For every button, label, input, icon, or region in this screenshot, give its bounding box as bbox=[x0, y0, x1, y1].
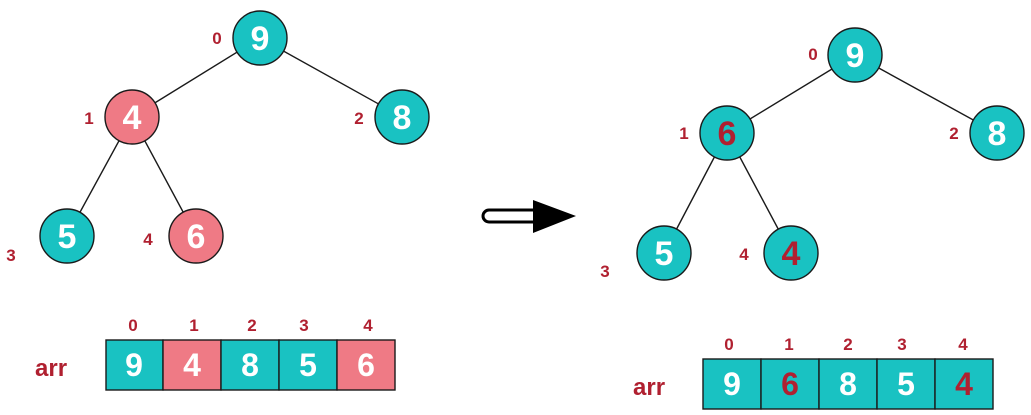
transition-arrow bbox=[481, 200, 576, 233]
node-value: 4 bbox=[123, 99, 142, 137]
array-cell-value: 5 bbox=[299, 347, 317, 383]
array-cell-value: 5 bbox=[897, 366, 915, 402]
node-index: 0 bbox=[808, 45, 817, 64]
array-after: arr 0 1 2 3 4 9 6 8 5 4 bbox=[633, 335, 994, 410]
node-value: 8 bbox=[393, 99, 412, 137]
array-index: 3 bbox=[299, 316, 308, 335]
array-cell-value: 6 bbox=[357, 347, 375, 383]
array-cell bbox=[818, 358, 878, 410]
node-circle bbox=[168, 208, 224, 264]
node-circle bbox=[827, 27, 883, 83]
node-index: 1 bbox=[84, 109, 93, 128]
tree-node: 8 2 bbox=[354, 89, 430, 145]
array-index: 2 bbox=[247, 316, 256, 335]
array-cell bbox=[278, 339, 338, 391]
array-index: 1 bbox=[189, 316, 198, 335]
array-cell bbox=[336, 339, 396, 391]
array-label: arr bbox=[35, 355, 67, 382]
node-circle bbox=[232, 10, 288, 66]
tree-node: 5 3 bbox=[600, 225, 692, 281]
array-index: 0 bbox=[724, 335, 733, 354]
arrow-shaft bbox=[481, 208, 542, 224]
array-index: 2 bbox=[843, 335, 852, 354]
node-value: 9 bbox=[846, 37, 865, 75]
tree-node: 6 1 bbox=[679, 105, 755, 161]
tree-after: 9 0 6 1 8 2 5 3 4 4 bbox=[600, 27, 1025, 281]
node-index: 0 bbox=[212, 29, 221, 48]
node-circle bbox=[763, 225, 819, 281]
array-index: 4 bbox=[363, 316, 373, 335]
array-cell-value: 4 bbox=[183, 347, 201, 383]
node-index: 3 bbox=[600, 262, 609, 281]
tree-node: 5 3 bbox=[6, 208, 95, 265]
node-value: 6 bbox=[718, 115, 737, 153]
node-circle bbox=[699, 105, 755, 161]
array-index: 1 bbox=[784, 335, 793, 354]
node-value: 5 bbox=[58, 218, 77, 256]
tree-node: 9 0 bbox=[212, 10, 288, 66]
array-cell bbox=[220, 339, 280, 391]
node-value: 5 bbox=[655, 235, 674, 273]
node-index: 4 bbox=[739, 245, 749, 264]
array-cell bbox=[162, 339, 222, 391]
tree-before: 9 0 4 1 8 2 5 3 6 4 bbox=[6, 10, 430, 265]
tree-node: 9 0 bbox=[808, 27, 883, 83]
array-cell-value: 8 bbox=[839, 366, 857, 402]
array-cell-value: 6 bbox=[781, 366, 799, 402]
array-cell-value: 9 bbox=[125, 347, 143, 383]
node-circle bbox=[374, 89, 430, 145]
array-cell-value: 9 bbox=[723, 366, 741, 402]
node-index: 4 bbox=[143, 230, 153, 249]
node-circle bbox=[104, 89, 160, 145]
arrow-head bbox=[533, 200, 576, 233]
array-cell-value: 8 bbox=[241, 347, 259, 383]
array-index: 0 bbox=[128, 316, 137, 335]
array-before: arr 0 1 2 3 4 9 4 8 5 6 bbox=[35, 316, 396, 391]
node-index: 3 bbox=[6, 246, 15, 265]
node-circle bbox=[39, 208, 95, 264]
node-value: 9 bbox=[251, 20, 270, 58]
node-circle bbox=[969, 105, 1025, 161]
tree-node: 4 4 bbox=[739, 225, 819, 281]
node-circle bbox=[636, 225, 692, 281]
array-cell bbox=[105, 339, 164, 391]
tree-node: 6 4 bbox=[143, 208, 224, 264]
node-value: 8 bbox=[988, 115, 1007, 153]
array-cell-value: 4 bbox=[955, 366, 973, 402]
node-value: 4 bbox=[782, 235, 801, 273]
node-index: 2 bbox=[354, 109, 363, 128]
node-index: 2 bbox=[949, 124, 958, 143]
array-cell bbox=[760, 358, 820, 410]
node-value: 6 bbox=[187, 218, 206, 256]
tree-node: 4 1 bbox=[84, 89, 160, 145]
array-index: 3 bbox=[897, 335, 906, 354]
array-index: 4 bbox=[958, 335, 968, 354]
node-index: 1 bbox=[679, 124, 688, 143]
tree-node: 8 2 bbox=[949, 105, 1025, 161]
array-label: arr bbox=[633, 374, 665, 401]
array-cell bbox=[876, 358, 936, 410]
array-cell bbox=[934, 358, 994, 410]
